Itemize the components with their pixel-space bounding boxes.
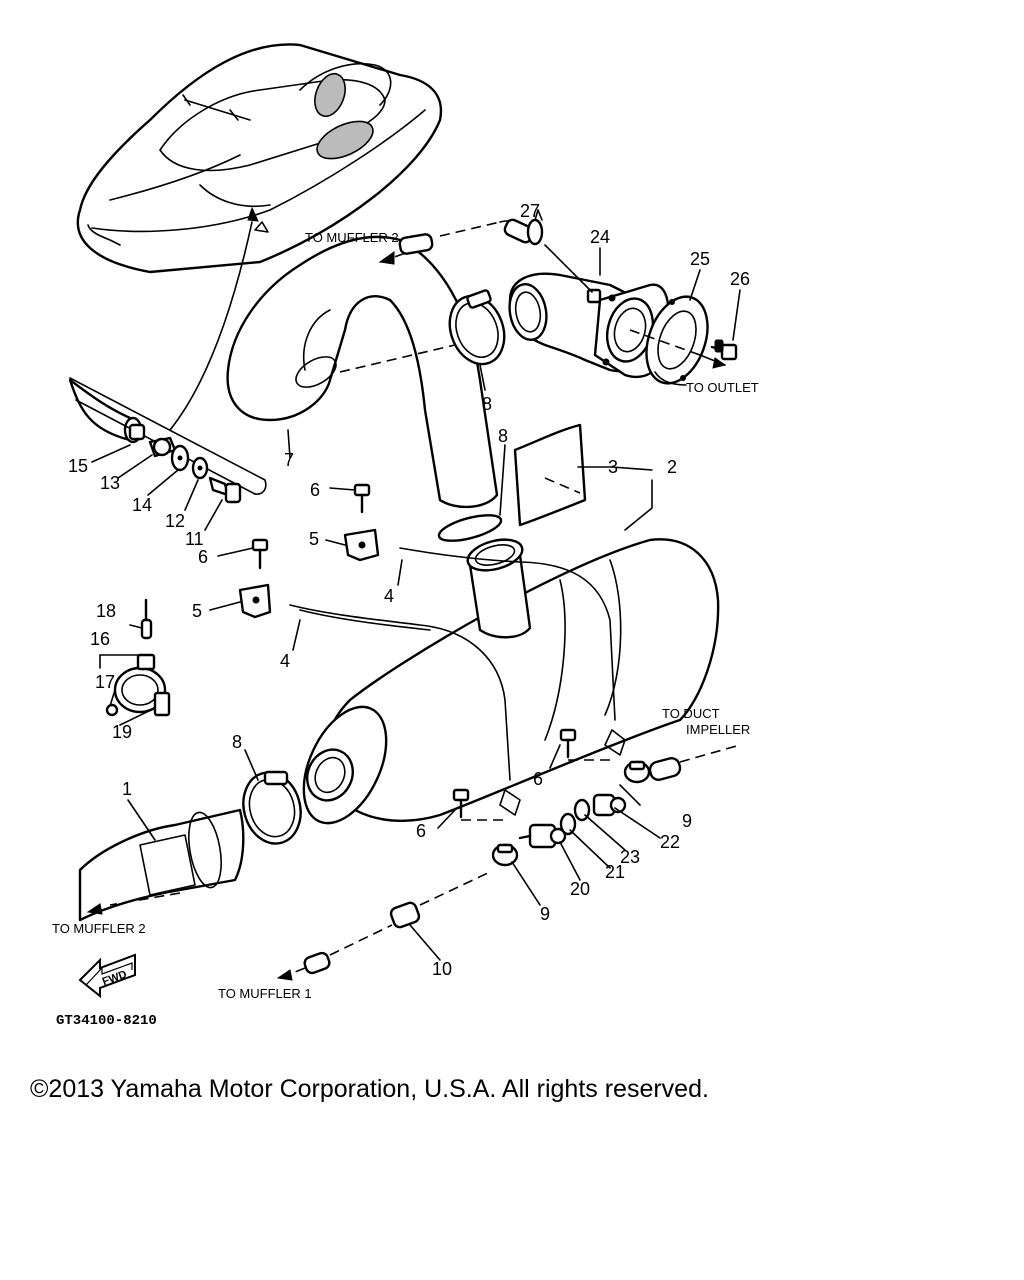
exhaust-hose-1 <box>78 808 245 922</box>
part-number-label: 12 <box>165 511 185 531</box>
hose-clamp-9-bottom <box>491 843 519 867</box>
part-number-label: 5 <box>309 529 319 549</box>
part-number-label: 5 <box>192 601 202 621</box>
callout-to-muffler-1: TO MUFFLER 1 <box>218 986 312 1001</box>
part-number-label: 4 <box>384 586 394 606</box>
hose-clamp-8-bottom <box>242 770 302 845</box>
duct-hose <box>648 757 682 781</box>
part-number-label: 10 <box>432 959 452 979</box>
part-number-label: 1 <box>122 779 132 799</box>
part-number-label: 18 <box>96 601 116 621</box>
part-number-label: 17 <box>95 672 115 692</box>
part-number-label: 26 <box>730 269 750 289</box>
part-number-label: 13 <box>100 473 120 493</box>
callout-to-duct: TO DUCT <box>662 706 720 721</box>
exhaust-parts-diagram: 1 2 3 4 4 5 5 6 6 6 6 6 7 8 8 8 9 9 10 1… <box>52 43 759 1029</box>
copyright-notice: ©2013 Yamaha Motor Corporation, U.S.A. A… <box>30 1075 709 1103</box>
part-number-label: 11 <box>185 529 204 549</box>
hose-clamp-8-middle <box>437 514 503 542</box>
outlet-elbow-24 <box>508 272 670 379</box>
exhaust-pipe-7 <box>226 235 499 509</box>
part-number-label: 9 <box>682 811 692 831</box>
bolt-26 <box>710 339 738 361</box>
part-number-label: 8 <box>498 426 508 446</box>
part-number-label: 19 <box>112 722 132 742</box>
washer-21 <box>559 812 577 836</box>
part-number-label: 23 <box>620 847 640 867</box>
cap-nut-13 <box>148 436 177 458</box>
bolt-6-d <box>452 788 470 819</box>
nut-15 <box>128 423 146 441</box>
hose-clamp-9-right <box>623 760 651 784</box>
part-number-label: 21 <box>605 862 625 882</box>
drawing-code: GT34100-8210 <box>56 1013 157 1029</box>
callout-impeller: IMPELLER <box>686 722 750 737</box>
part-number-label: 6 <box>310 480 320 500</box>
part-number-label: 2 <box>667 457 677 477</box>
part-number-label: 8 <box>482 394 492 414</box>
part-number-label: 7 <box>284 450 294 470</box>
bolt-6-c <box>559 728 577 759</box>
bolt-6-b <box>251 538 269 570</box>
fwd-arrow-icon: FWD <box>78 953 136 999</box>
bolt-11 <box>208 476 242 504</box>
part-number-label: 27 <box>520 201 540 221</box>
part-number-labels: 1 2 3 4 4 5 5 6 6 6 6 6 7 8 8 8 9 9 10 1… <box>68 201 750 979</box>
callout-to-outlet: TO OUTLET <box>686 380 759 395</box>
part-number-label: 25 <box>690 249 710 269</box>
callout-to-muffler-2-top: TO MUFFLER 2 <box>305 230 399 245</box>
fitting-20 <box>518 823 567 849</box>
part-number-label: 14 <box>132 495 152 515</box>
joint-pipe-10 <box>389 901 421 929</box>
part-number-label: 20 <box>570 879 590 899</box>
callout-to-muffler-2-bottom: TO MUFFLER 2 <box>52 921 146 936</box>
washer-14 <box>170 444 190 472</box>
part-number-label: 4 <box>280 651 290 671</box>
bolt-6-a <box>353 483 371 514</box>
part-number-label: 6 <box>416 821 426 841</box>
part-number-label: 3 <box>608 457 618 477</box>
part-number-label: 16 <box>90 629 110 649</box>
clamp-band-16 <box>113 653 171 717</box>
clamp-27 <box>526 218 544 246</box>
washer-12 <box>191 456 209 480</box>
part-number-label: 6 <box>533 769 543 789</box>
hose-clamp-8-top <box>448 289 506 366</box>
part-number-label: 22 <box>660 832 680 852</box>
muffler-2 <box>289 538 720 825</box>
part-number-label: 15 <box>68 456 88 476</box>
bracket-5-b <box>238 583 272 619</box>
part-number-label: 24 <box>590 227 610 247</box>
gasket-25 <box>645 295 709 385</box>
clip-17 <box>105 703 119 717</box>
part-number-label: 9 <box>540 904 550 924</box>
pin-18 <box>140 598 153 640</box>
part-number-label: 6 <box>198 547 208 567</box>
watercraft-illustration <box>76 43 443 274</box>
bracket-5-a <box>343 528 380 562</box>
heat-shield-3 <box>513 423 587 527</box>
part-number-label: 8 <box>232 732 242 752</box>
hull-fitting-leader <box>169 221 253 431</box>
